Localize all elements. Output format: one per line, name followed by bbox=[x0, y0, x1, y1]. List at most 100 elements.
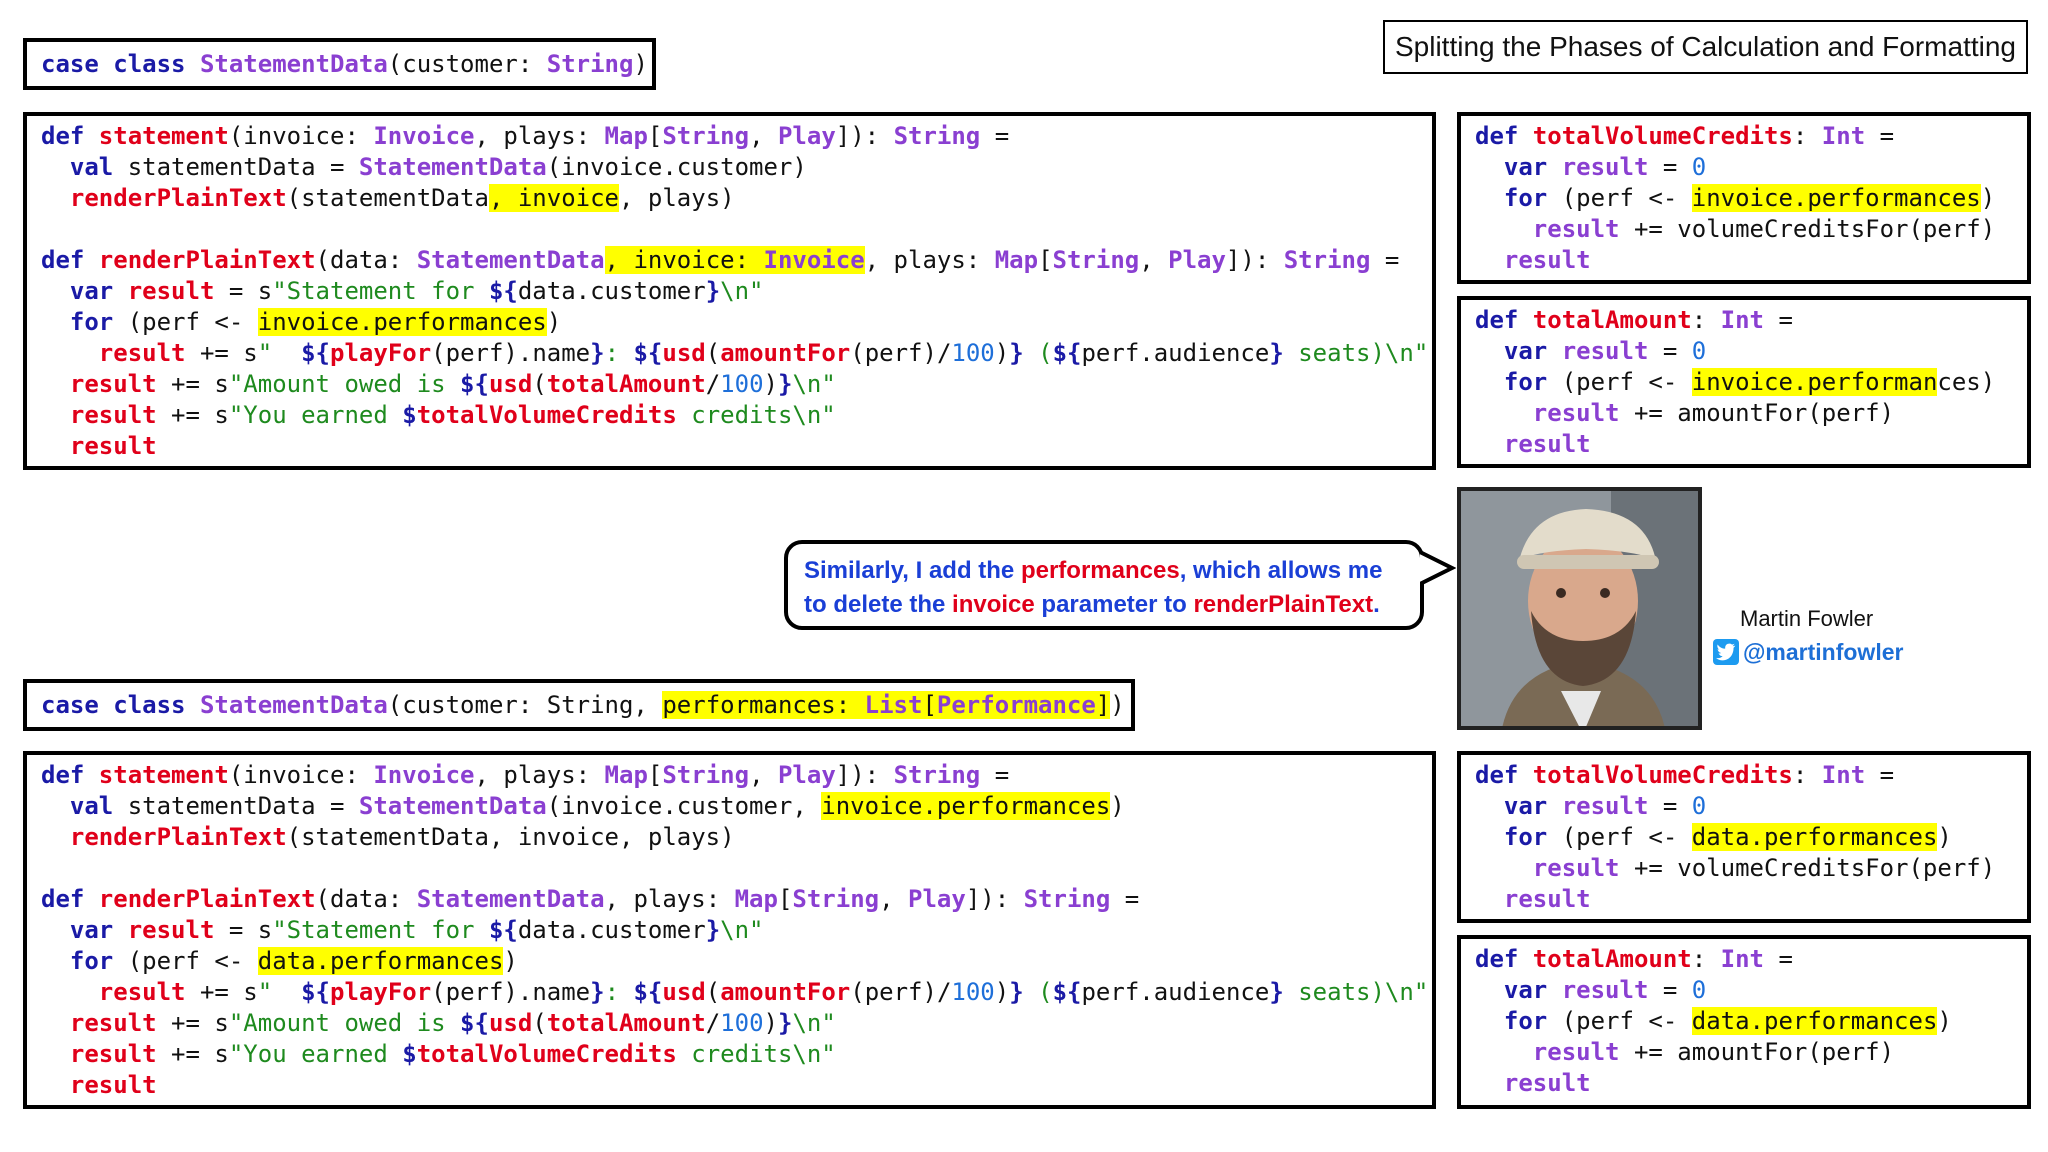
code-token bbox=[41, 916, 70, 944]
speaker-handle[interactable]: @martinfowler bbox=[1713, 637, 1903, 667]
code-token: / bbox=[705, 370, 721, 398]
code-token: (invoice: bbox=[228, 761, 374, 789]
code-token: : bbox=[1792, 761, 1822, 789]
code-line: result bbox=[1475, 1068, 2013, 1099]
code-token: = s bbox=[214, 916, 273, 944]
code-token: Int bbox=[1821, 122, 1866, 150]
code-line: result += s" ${playFor(perf).name}: ${us… bbox=[41, 977, 1428, 1008]
code-token: String bbox=[546, 50, 634, 78]
code-token: } bbox=[777, 370, 793, 398]
code-token: ) bbox=[1937, 1007, 1952, 1035]
code-token: ${ bbox=[1052, 339, 1082, 367]
code-token: var bbox=[1503, 976, 1562, 1004]
code-line: result += volumeCreditsFor(perf) bbox=[1475, 214, 2013, 245]
code-token: for bbox=[69, 308, 128, 336]
code-token: def bbox=[41, 885, 99, 913]
code-token: Play bbox=[1168, 246, 1226, 274]
code-token: totalAmount bbox=[1532, 306, 1692, 334]
code-token: ) bbox=[546, 308, 562, 336]
code-token: def bbox=[41, 761, 99, 789]
code-line bbox=[41, 853, 1418, 884]
code-line: for (perf <- invoice.performances) bbox=[1475, 183, 2013, 214]
code-token bbox=[1475, 823, 1504, 851]
bubble-text-part: , which allows me bbox=[1179, 557, 1383, 584]
code-token: for bbox=[1503, 368, 1562, 396]
code-token: totalAmount bbox=[1532, 945, 1692, 973]
code-token: "Statement for bbox=[272, 277, 489, 305]
code-token: playFor bbox=[330, 978, 432, 1006]
speaker-handle-text: @martinfowler bbox=[1743, 638, 1904, 665]
code-token: 0 bbox=[1691, 976, 1707, 1004]
code-token: ( bbox=[1023, 339, 1053, 367]
code-line: def totalVolumeCredits: Int = bbox=[1475, 760, 2013, 791]
code-token: (perf <- bbox=[1561, 368, 1692, 396]
code-token: [ bbox=[1038, 246, 1053, 274]
code-token: result bbox=[1561, 337, 1649, 365]
code-token: result bbox=[69, 370, 157, 398]
highlighted-token: , invoice bbox=[488, 184, 619, 212]
code-token: usd bbox=[662, 978, 706, 1006]
code-token: (perf).name bbox=[431, 978, 591, 1006]
code-token: for bbox=[1503, 1007, 1562, 1035]
code-token bbox=[1475, 246, 1504, 274]
code-token bbox=[1475, 1069, 1504, 1097]
code-token: StatementData bbox=[199, 50, 388, 78]
code-token: += s bbox=[156, 370, 229, 398]
highlighted-token: data.performances bbox=[257, 947, 504, 975]
code-token bbox=[1475, 854, 1533, 882]
code-token bbox=[1475, 1038, 1533, 1066]
speech-bubble-text: Similarly, I add the performances, which… bbox=[804, 554, 1404, 622]
code-line: def totalVolumeCredits: Int = bbox=[1475, 121, 2013, 152]
code-token: ( bbox=[1023, 978, 1053, 1006]
code-token: playFor bbox=[330, 339, 432, 367]
code-token: } bbox=[590, 339, 605, 367]
code-token: result bbox=[127, 916, 215, 944]
code-token: totalAmount bbox=[546, 370, 706, 398]
code-token: Map bbox=[604, 761, 648, 789]
code-token: data.customer bbox=[517, 916, 706, 944]
code-token: } bbox=[1269, 978, 1284, 1006]
code-token: String bbox=[1052, 246, 1140, 274]
code-token: result bbox=[1503, 430, 1591, 458]
code-token bbox=[1475, 215, 1533, 243]
code-line: result bbox=[1475, 429, 2013, 460]
code-token: var bbox=[1503, 792, 1562, 820]
code-block: def totalAmount: Int = var result = 0 fo… bbox=[1475, 944, 2013, 1099]
code-token bbox=[41, 1009, 70, 1037]
code-line: result += s"Amount owed is ${usd(totalAm… bbox=[41, 369, 1418, 400]
code-token: result bbox=[1503, 1069, 1591, 1097]
code-line: var result = 0 bbox=[1475, 336, 2013, 367]
code-token bbox=[41, 401, 70, 429]
bubble-text-part: invoice bbox=[952, 591, 1035, 618]
code-token: (statementData bbox=[286, 184, 489, 212]
code-line: for (perf <- data.performances) bbox=[1475, 1006, 2013, 1037]
code-token: (perf <- bbox=[127, 947, 258, 975]
total-volume-credits-before: def totalVolumeCredits: Int = var result… bbox=[1457, 112, 2031, 284]
code-token: = bbox=[1648, 792, 1692, 820]
code-token: usd bbox=[488, 370, 533, 398]
bubble-text-part: . bbox=[1373, 591, 1380, 618]
code-token: result bbox=[69, 401, 157, 429]
code-token: \n" bbox=[792, 1009, 836, 1037]
code-token: result bbox=[1532, 1038, 1620, 1066]
code-token: = bbox=[1764, 945, 1793, 973]
code-token: for bbox=[69, 947, 128, 975]
code-token: \n" bbox=[720, 277, 764, 305]
code-token: seats)\n" bbox=[1283, 978, 1429, 1006]
code-token: ( bbox=[532, 1009, 547, 1037]
code-token: [ bbox=[647, 761, 663, 789]
code-token: result bbox=[1532, 215, 1620, 243]
code-token: += volumeCreditsFor(perf) bbox=[1619, 215, 1996, 243]
code-token: ) bbox=[994, 978, 1010, 1006]
code-token: ${ bbox=[460, 370, 489, 398]
code-token: ${ bbox=[488, 916, 518, 944]
code-token: ) bbox=[994, 339, 1010, 367]
highlighted-token: invoice.performances bbox=[821, 792, 1111, 820]
code-token: = bbox=[1865, 761, 1895, 789]
code-token: credits\n" bbox=[676, 1040, 836, 1068]
code-line: result += volumeCreditsFor(perf) bbox=[1475, 853, 2013, 884]
code-token: ( bbox=[705, 978, 721, 1006]
code-token: totalVolumeCredits bbox=[416, 401, 677, 429]
code-line: result bbox=[41, 1070, 1418, 1101]
code-token: (customer: String, bbox=[387, 691, 663, 719]
